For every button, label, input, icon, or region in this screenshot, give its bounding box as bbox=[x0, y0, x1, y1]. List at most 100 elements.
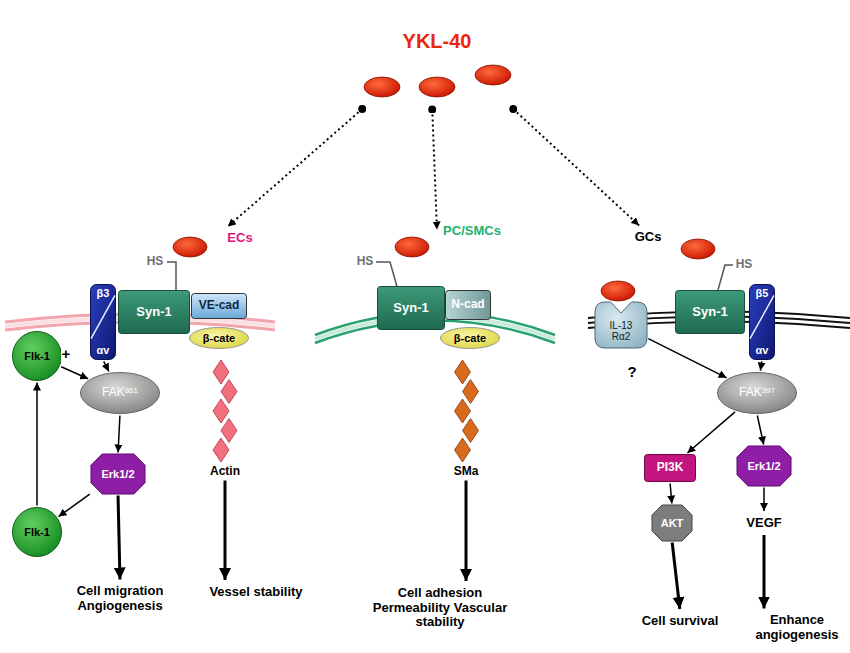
vegf-text: VEGF bbox=[740, 513, 788, 534]
text-block: Cell migration Angiogenesis bbox=[55, 584, 185, 614]
node-text: αv bbox=[97, 344, 110, 357]
integrin-b5av: β5 αv bbox=[749, 284, 775, 360]
signal-arrow bbox=[118, 415, 120, 452]
node-text: FAK bbox=[102, 386, 125, 400]
box-outline bbox=[119, 291, 190, 334]
text-block: PC/SMCs bbox=[443, 224, 501, 239]
node-text: β5 bbox=[756, 287, 769, 300]
text-block: FAK397 bbox=[739, 386, 775, 400]
fak-kinase: FAK861 bbox=[80, 372, 160, 414]
ellipse-outline bbox=[13, 332, 62, 381]
node-text: Erk1/2 bbox=[747, 460, 780, 473]
ykl40-ligand: YKL-40 bbox=[357, 28, 517, 108]
dotted-arrow bbox=[432, 109, 437, 229]
signal-arrow bbox=[465, 481, 468, 582]
akt-kinase: AKT bbox=[652, 505, 692, 541]
dotted-arrow bbox=[228, 109, 362, 227]
node-text: VEGF bbox=[746, 516, 781, 531]
ykl40-molecule bbox=[364, 77, 400, 97]
syndecan-box: Syn-1 bbox=[675, 290, 745, 334]
edge-label: + bbox=[61, 346, 72, 363]
octagon-outline bbox=[737, 446, 791, 486]
ykl40-molecule bbox=[419, 77, 455, 97]
cell-type-label: PC/SMCs bbox=[437, 221, 507, 242]
syndecan-box: Syn-1 bbox=[377, 286, 445, 330]
octagon-outline bbox=[652, 505, 692, 541]
filament-segment bbox=[221, 380, 237, 404]
signal-arrow bbox=[36, 383, 38, 506]
integrin-b3av: β3αv bbox=[90, 284, 116, 360]
node-text: ECs bbox=[227, 231, 252, 246]
node-text: Erk1/2 bbox=[101, 468, 134, 481]
actin-filament: Actin bbox=[204, 361, 246, 479]
outcome-text: Enhance angiogenesis bbox=[743, 610, 850, 646]
node-text: YKL-40 bbox=[403, 30, 472, 53]
erk-kinase: Erk1/2 bbox=[737, 446, 791, 486]
text-block: Cell adhesion Permeability Vascular stab… bbox=[373, 586, 508, 631]
text-block: FAK861 bbox=[102, 386, 138, 400]
node-text: Syn-1 bbox=[136, 305, 171, 320]
node-text: IL-13 Rα2 bbox=[601, 320, 641, 343]
flk1-receptor: Flk-1 bbox=[12, 331, 62, 381]
node-text: Cell migration Angiogenesis bbox=[55, 584, 185, 614]
signal-arrow bbox=[59, 494, 90, 516]
text-block: Actin bbox=[210, 465, 240, 479]
filament-segments bbox=[213, 360, 237, 462]
n-cadherin-box: N-cad bbox=[445, 290, 491, 320]
text-block: Erk1/2 bbox=[101, 468, 134, 481]
node-text: AKT bbox=[661, 517, 684, 530]
node-text: β-cate bbox=[203, 332, 235, 345]
text-block: Syn-1 bbox=[136, 305, 171, 320]
signal-arrow bbox=[670, 483, 672, 503]
text-block: Flk-1 bbox=[24, 350, 50, 363]
dotted-arrow bbox=[513, 109, 639, 225]
il13-receptor: IL-13 Rα2 bbox=[595, 302, 647, 348]
filament-segments bbox=[454, 360, 478, 462]
text-block: N-cad bbox=[451, 298, 484, 312]
text-block: IL-13 Rα2 bbox=[601, 320, 641, 343]
ve-cadherin-box: VE-cad bbox=[191, 293, 247, 319]
node-text: Actin bbox=[210, 465, 240, 479]
smooth-muscle-actin: SMa bbox=[448, 361, 485, 479]
text-block: Syn-1 bbox=[393, 301, 428, 316]
node-text: GCs bbox=[635, 230, 662, 245]
node-text: αv bbox=[756, 344, 769, 357]
signal-arrow bbox=[760, 361, 761, 370]
ellipse-outline bbox=[81, 373, 160, 414]
filament-segment bbox=[462, 380, 478, 404]
signal-arrow bbox=[763, 488, 765, 512]
ellipse-outline bbox=[441, 328, 500, 349]
node-text: 861 bbox=[125, 386, 138, 395]
outcome-text: Cell migration Angiogenesis bbox=[49, 581, 191, 617]
node-text: VE-cad bbox=[199, 299, 240, 313]
edge-label: ? bbox=[626, 364, 637, 381]
text-block: PI3K bbox=[657, 461, 684, 475]
erk-kinase: Erk1/2 bbox=[91, 454, 145, 494]
text-block: β-cate bbox=[203, 332, 235, 345]
octagon-outline bbox=[91, 454, 145, 494]
integrin-outline bbox=[91, 285, 116, 360]
box-outline bbox=[645, 455, 696, 482]
text-block: Enhance angiogenesis bbox=[749, 613, 845, 643]
cell-type-label: ECs bbox=[221, 228, 259, 249]
ellipse-outline bbox=[718, 373, 797, 414]
fak-kinase: FAK397 bbox=[717, 372, 797, 414]
node-text: β-cate bbox=[454, 332, 486, 345]
heparan-sulfate-label: HS bbox=[357, 255, 374, 268]
signal-arrow bbox=[757, 415, 763, 444]
text-block: Flk-1 bbox=[24, 526, 50, 539]
box-outline bbox=[446, 291, 491, 320]
filament-segment bbox=[213, 399, 229, 423]
box-outline bbox=[378, 287, 445, 330]
signal-arrow bbox=[224, 481, 227, 581]
text-block: β-cate bbox=[454, 332, 486, 345]
node-text: Cell survival bbox=[642, 614, 719, 629]
receptor-outline bbox=[595, 302, 647, 348]
node-text: Flk-1 bbox=[24, 526, 50, 539]
filament-segment bbox=[454, 360, 470, 384]
signal-arrow bbox=[672, 542, 680, 609]
signal-arrow bbox=[61, 367, 88, 379]
filament-segment bbox=[454, 399, 470, 423]
filament-segment bbox=[454, 438, 470, 462]
node-text: Cell adhesion Permeability Vascular stab… bbox=[373, 586, 508, 631]
